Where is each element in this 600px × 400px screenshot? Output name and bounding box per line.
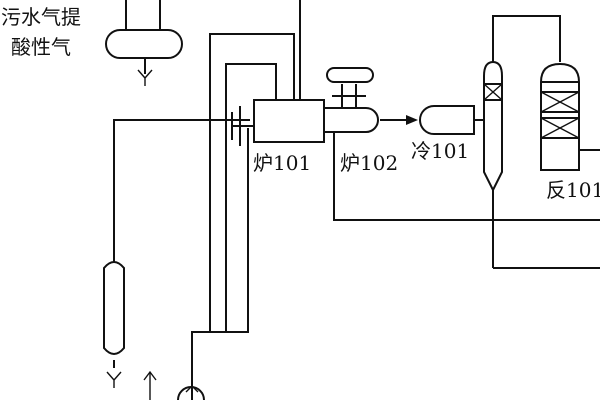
condenser-column [483, 15, 600, 269]
reactor-101 [540, 62, 600, 171]
label-cooler-101: 冷101 [411, 139, 469, 163]
flow-arrow [380, 115, 418, 125]
label-reactor-101: 反101 [546, 178, 600, 202]
sour-gas-drum [105, 0, 183, 86]
furnace-101 [253, 99, 325, 143]
furnace-102 [323, 67, 600, 221]
cooler-101 [419, 105, 484, 135]
burner [231, 106, 254, 146]
knockout-drum [103, 119, 250, 400]
label-furnace-102: 炉102 [340, 151, 398, 175]
vertical-pipe-loops [209, 0, 301, 332]
label-source-line1: 污水气提 [1, 5, 81, 29]
feed-pump [177, 128, 249, 400]
label-source-line2: 酸性气 [11, 35, 71, 59]
label-furnace-101: 炉101 [253, 151, 311, 175]
